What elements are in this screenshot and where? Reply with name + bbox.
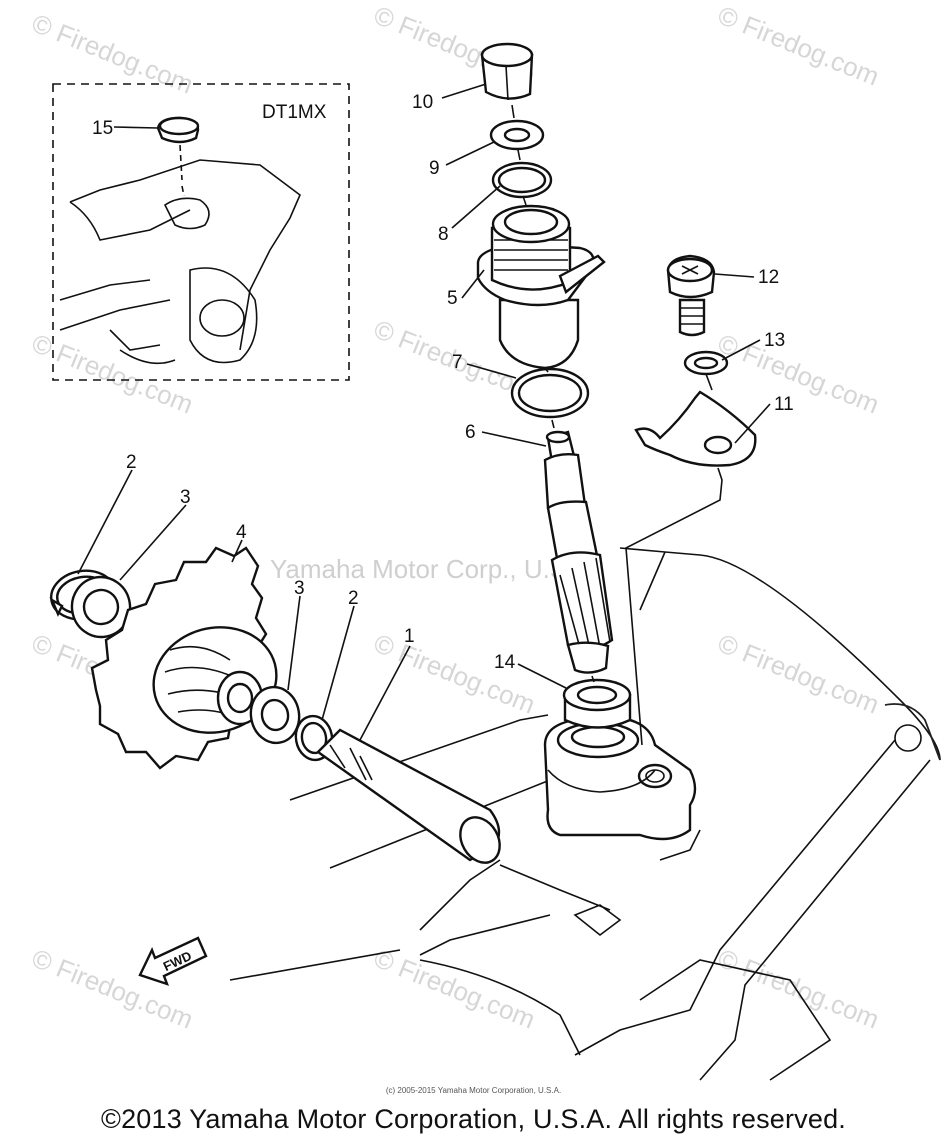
callout-14: 14: [494, 652, 516, 673]
callout-1: 1: [404, 626, 415, 647]
callout-9: 9: [429, 158, 440, 179]
washer-3-right: [249, 685, 301, 745]
callout-8: 8: [438, 224, 449, 245]
watermark-layer: © Firedog.com © Firedog.com © Firedog.co…: [28, 0, 884, 1035]
washer-3-left: [70, 575, 132, 639]
watermark: © Firedog.com: [714, 0, 884, 92]
screw-12: [666, 254, 716, 337]
watermark: © Firedog.com: [714, 328, 884, 420]
callout-4: 4: [236, 522, 247, 543]
gear-4: [90, 546, 278, 770]
assembly-axis: [511, 104, 595, 683]
callout-7: 7: [452, 352, 463, 373]
callout-6: 6: [465, 422, 476, 443]
callout-leaders: [77, 83, 771, 741]
plate-11: [634, 390, 757, 467]
callout-10: 10: [412, 92, 433, 113]
callout-5: 5: [447, 288, 458, 309]
callout-numbers: 10 9 8 5 7 6 12 13 11 14 15 2 3 4 3 2 1: [92, 92, 794, 673]
callout-13: 13: [764, 330, 785, 351]
washer-13: [683, 350, 729, 376]
inset-model-label: DT1MX: [262, 102, 327, 123]
o-ring-7: [510, 367, 590, 419]
callout-11: 11: [774, 394, 794, 415]
washer-9: [489, 119, 545, 151]
drive-shaft-6: [543, 430, 614, 674]
callout-3-left: 3: [180, 487, 191, 508]
callout-12: 12: [758, 267, 779, 288]
plug-15: [156, 116, 200, 144]
cap-10: [480, 42, 534, 101]
inset-dt1mx: DT1MX: [52, 83, 350, 381]
callout-2-right: 2: [348, 588, 359, 609]
sleeve-housing-5: [476, 204, 606, 370]
shaft-boss: [543, 716, 697, 841]
callout-2-left: 2: [126, 452, 137, 473]
small-credit-line: (c) 2005-2015 Yamaha Motor Corporation, …: [385, 1086, 562, 1095]
watermark-center: Yamaha Motor Corp., U.S.A.: [270, 554, 599, 584]
fwd-direction-arrow: FWD: [138, 936, 208, 986]
plate-11-axis: [625, 373, 723, 746]
callout-15: 15: [92, 118, 113, 139]
callout-3-right: 3: [294, 578, 305, 599]
copyright-footer: ©2013 Yamaha Motor Corporation, U.S.A. A…: [100, 1104, 847, 1134]
o-ring-8: [491, 161, 553, 199]
kick-shaft-1: [316, 728, 501, 864]
bushing-14: [562, 678, 632, 729]
watermark: © Firedog.com: [714, 628, 884, 720]
